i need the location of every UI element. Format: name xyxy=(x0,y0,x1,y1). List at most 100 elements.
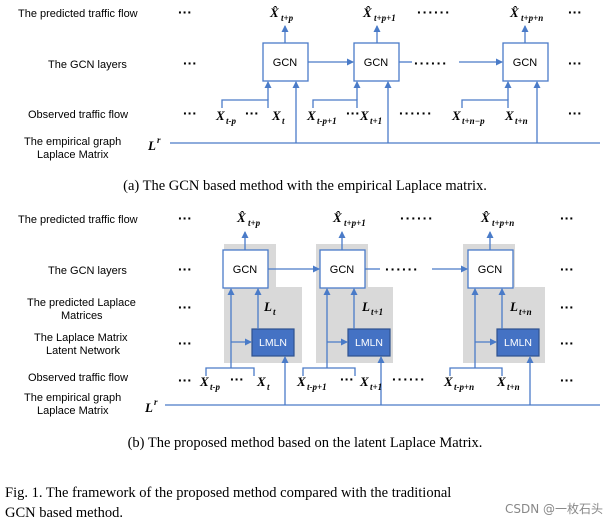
ellipsis-b-predicted-right: ··· xyxy=(560,210,574,226)
latent-b-2-sub: t+1 xyxy=(371,307,383,317)
laplace-a-sup: r xyxy=(157,135,161,145)
lmln-box-b-2-label: LMLN xyxy=(355,337,383,349)
ellipsis-a-in-2: ··· xyxy=(346,105,360,121)
ellipsis-b-observed-right: ··· xyxy=(560,372,574,388)
ellipsis-a-top-mid: ······ xyxy=(417,4,451,20)
input-a-2a-sub: t-p+1 xyxy=(317,116,337,126)
laplace-b-symbol: L xyxy=(144,400,153,415)
gcn-box-b-2-label: GCN xyxy=(330,264,355,276)
output-b-1-symbol: X̂ xyxy=(236,210,246,225)
ellipsis-a-predicted-right: ··· xyxy=(568,4,582,20)
ellipsis-b-predicted: ··· xyxy=(178,210,192,226)
output-a-1: X̂ t+p xyxy=(269,5,294,23)
output-a-3-sub: t+p+n xyxy=(521,13,543,23)
input-a-1b-sub: t xyxy=(282,116,285,126)
bracket-b-2 xyxy=(302,367,356,376)
lmln-box-b-1-label: LMLN xyxy=(259,337,287,349)
row-label-b-predlap-2: Matrices xyxy=(61,310,103,322)
row-label-b-observed: Observed traffic flow xyxy=(28,372,128,384)
ellipsis-b-in-2: ··· xyxy=(340,371,354,387)
output-a-2-sub: t+p+1 xyxy=(374,13,396,23)
ellipsis-a-observed-right: ··· xyxy=(568,105,582,121)
latent-b-1-sub: t xyxy=(273,307,276,317)
gcn-box-a-1 xyxy=(262,42,309,82)
output-b-1-sub: t+p xyxy=(248,218,261,228)
ellipsis-b-predlap-right: ··· xyxy=(560,299,574,315)
gcn-box-b-1 xyxy=(222,249,269,289)
gcn-box-b-3-label: GCN xyxy=(478,264,503,276)
input-b-3b-symbol: X xyxy=(496,374,506,389)
gcn-box-a-2 xyxy=(353,42,400,82)
figure-caption-line-2: GCN based method. xyxy=(5,505,123,521)
input-b-3b-sub: t+n xyxy=(507,382,520,392)
input-a-3a-symbol: X xyxy=(451,108,461,123)
latent-b-3-symbol: L xyxy=(509,299,518,314)
latent-b-3-sub: t+n xyxy=(519,307,532,317)
ellipsis-a-in-1: ··· xyxy=(245,105,259,121)
input-a-1a-symbol: X xyxy=(215,108,225,123)
input-b-2a-sub: t-p+1 xyxy=(307,382,327,392)
output-a-3: X̂ t+p+n xyxy=(509,5,543,23)
row-label-b-graph-2: Laplace Matrix xyxy=(37,405,109,417)
caption-b: (b) The proposed method based on the lat… xyxy=(128,435,483,451)
input-b-2a-symbol: X xyxy=(296,374,306,389)
output-a-2: X̂ t+p+1 xyxy=(362,5,396,23)
input-a-3a-sub: t+n−p xyxy=(462,116,485,126)
input-a-2b-symbol: X xyxy=(359,108,369,123)
ellipsis-b-in-1: ··· xyxy=(230,371,244,387)
bracket-b-3 xyxy=(449,367,503,376)
ellipsis-a-gcn-right: ··· xyxy=(568,55,582,71)
latent-b-1-symbol: L xyxy=(263,299,272,314)
input-a-1b-symbol: X xyxy=(271,108,281,123)
row-label-b-predlap-1: The predicted Laplace xyxy=(27,297,136,309)
part-a: The predicted traffic flow The GCN layer… xyxy=(18,4,600,194)
bracket-a-1 xyxy=(221,99,269,108)
input-b-3a-sub: t-p+n xyxy=(454,382,474,392)
output-a-1-symbol: X̂ xyxy=(269,5,279,20)
row-label-b-predicted: The predicted traffic flow xyxy=(18,214,138,226)
ellipsis-a-gcn: ··· xyxy=(183,55,197,71)
row-label-observed: Observed traffic flow xyxy=(28,109,128,121)
ellipsis-b-gcn: ··· xyxy=(178,261,192,277)
latent-b-2-symbol: L xyxy=(361,299,370,314)
output-b-3-sub: t+p+n xyxy=(492,218,514,228)
output-b-3-symbol: X̂ xyxy=(480,210,490,225)
output-b-2-sub: t+p+1 xyxy=(344,218,366,228)
row-label-predicted: The predicted traffic flow xyxy=(18,8,138,20)
input-b-1b-symbol: X xyxy=(256,374,266,389)
gcn-box-a-1-label: GCN xyxy=(273,57,298,69)
output-b-2-symbol: X̂ xyxy=(332,210,342,225)
lmln-box-b-3 xyxy=(496,328,540,357)
part-b: The predicted traffic flow The GCN layer… xyxy=(18,210,600,451)
input-a-3b-sub: t+n xyxy=(515,116,528,126)
ellipsis-a-observed: ··· xyxy=(183,105,197,121)
input-a-3b-symbol: X xyxy=(504,108,514,123)
row-label-b-gcn: The GCN layers xyxy=(48,265,127,277)
ellipsis-b-observed: ··· xyxy=(178,372,192,388)
ellipsis-b-latent-right: ··· xyxy=(560,335,574,351)
row-label-b-latent-2: Latent Network xyxy=(46,345,120,357)
laplace-a-symbol: L xyxy=(147,138,156,153)
output-a-3-symbol: X̂ xyxy=(509,5,519,20)
input-b-1b-sub: t xyxy=(267,382,270,392)
input-b-3a-symbol: X xyxy=(443,374,453,389)
ellipsis-a-in-mid: ······ xyxy=(399,105,433,121)
input-b-2b-symbol: X xyxy=(359,374,369,389)
gcn-box-b-3 xyxy=(467,249,514,289)
output-a-2-symbol: X̂ xyxy=(362,5,372,20)
input-b-1a-sub: t-p xyxy=(210,382,220,392)
lmln-box-b-1 xyxy=(251,328,295,357)
lmln-box-b-2 xyxy=(347,328,391,357)
row-label-b-latent-1: The Laplace Matrix xyxy=(34,332,128,344)
output-a-1-sub: t+p xyxy=(281,13,294,23)
figure-caption-line-1: Fig. 1. The framework of the proposed me… xyxy=(5,485,451,501)
gcn-box-a-3-label: GCN xyxy=(513,57,538,69)
row-label-graph-2: Laplace Matrix xyxy=(37,149,109,161)
ellipsis-b-in-mid: ······ xyxy=(392,371,426,387)
row-label-graph-1: The empirical graph xyxy=(24,136,121,148)
gcn-box-b-1-label: GCN xyxy=(233,264,258,276)
lmln-box-b-3-label: LMLN xyxy=(504,337,532,349)
caption-a: (a) The GCN based method with the empiri… xyxy=(123,178,487,194)
row-label-gcn: The GCN layers xyxy=(48,59,127,71)
